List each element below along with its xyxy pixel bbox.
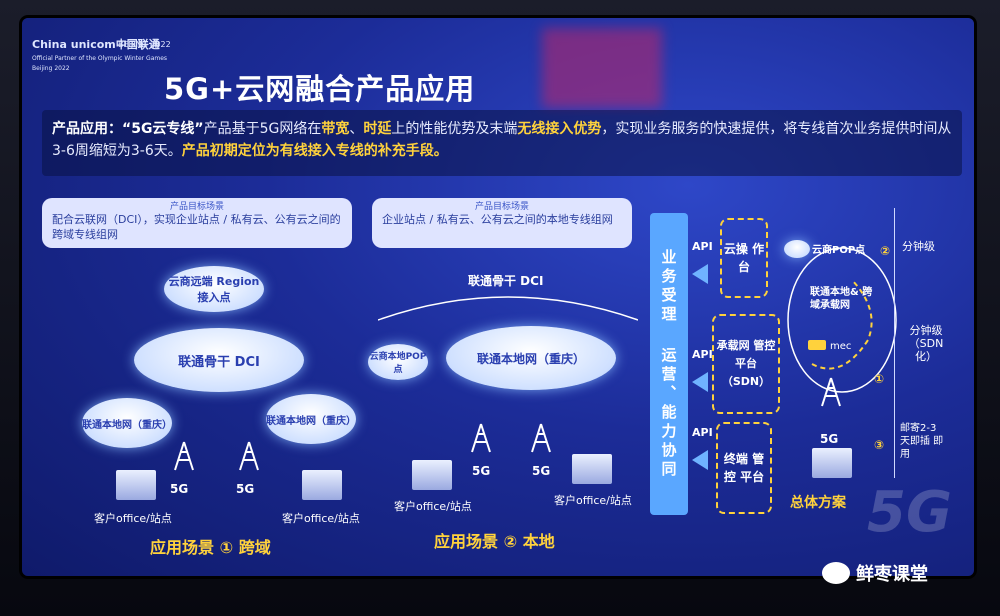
time-minute-2: 分钟级 （SDN化） [908, 324, 944, 363]
cloud-local: 联通本地网（重庆） [446, 326, 616, 390]
label-5g: 5G [236, 482, 255, 496]
label-5g: 5G [532, 464, 551, 478]
api-label: API [692, 426, 713, 439]
intro-banner: 产品应用：“5G云专线”产品基于5G网络在带宽、时延上的性能优势及末端无线接入优… [42, 110, 962, 176]
tower-icon [821, 377, 841, 407]
tower-icon [174, 441, 194, 471]
terminal-platform-box: 终端 管控 平台 [716, 422, 772, 514]
step-1-marker: ① [874, 372, 885, 386]
scenario-2-panel: 产品目标场景 企业站点 / 私有云、公有云之间的本地专线组网 联通骨干 DCI … [368, 198, 638, 576]
watermark-text: 鲜枣课堂 [856, 564, 928, 585]
intro-t4: ，实现业务服务的快速提供，将专线首次业务提供时间从3-6周缩短为3-6天。 [52, 121, 952, 159]
bearer-loop [787, 247, 897, 393]
pop-label: 云商POP点 [812, 245, 866, 256]
intro-h1: 带宽 [321, 121, 350, 137]
timeline-line [894, 208, 895, 478]
decorative-5g-text: 5G [867, 480, 952, 545]
arrow-left-icon [692, 264, 708, 284]
office-label: 客户office/站点 [94, 512, 172, 525]
wechat-icon [822, 562, 850, 584]
scenario-1-box-title: 产品目标场景 [169, 202, 224, 212]
mec-label: mec [830, 341, 852, 352]
backbone-label: 联通骨干 DCI [468, 274, 544, 288]
office-icon [572, 454, 612, 484]
time-mail: 邮寄2-3 天即插 即用 [900, 423, 944, 460]
backbone-arc [378, 296, 638, 321]
intro-t3: 上的性能优势及末端 [391, 121, 518, 137]
cloud-local-right: 联通本地网（重庆） [266, 394, 356, 444]
wechat-watermark: 鲜枣课堂 [822, 560, 928, 586]
sdn-platform-box: 承载网 管控平台 （SDN） [712, 314, 780, 414]
intro-text: 产品应用：“5G云专线”产品基于5G网络在带宽、时延上的性能优势及末端无线接入优… [52, 118, 952, 162]
arrow-left-icon [692, 372, 708, 392]
api-label: API [692, 348, 713, 361]
intro-t2: 、 [349, 121, 364, 137]
tower-icon [239, 441, 259, 471]
label-5g: 5G [820, 432, 839, 446]
cloud-region: 云商远端 Region接入点 [164, 266, 264, 312]
cloud-console-box: 云操 作台 [720, 218, 768, 298]
api-label: API [692, 240, 713, 253]
arrow-left-icon [692, 450, 708, 470]
scenario-1-box: 产品目标场景 配合云联网（DCI），实现企业站点 / 私有云、公有云之间的跨域专… [42, 198, 352, 248]
scenario-2-box-title: 产品目标场景 [474, 202, 529, 212]
page-title: 5G+云网融合产品应用 [164, 72, 476, 106]
cloud-pop-icon [784, 240, 810, 258]
background-glow [542, 28, 662, 108]
step-2-marker: ② [880, 244, 891, 258]
business-coordination-bar: 业务受理 运营、能力协同 [650, 213, 688, 515]
branding-block: China unicom中国联通 BEIJING 2022 Official P… [32, 38, 182, 74]
tower-icon [531, 423, 551, 453]
cloud-pop: 云商本地POP点 [368, 344, 428, 380]
time-minute-1: 分钟级 [902, 240, 935, 253]
overall-caption: 总体方案 [790, 495, 846, 511]
partner-line: Official Partner of the Olympic Winter G… [32, 55, 168, 72]
scenario-1-box-text: 配合云联网（DCI），实现企业站点 / 私有云、公有云之间的跨域专线组网 [52, 213, 341, 241]
office-icon [116, 470, 156, 500]
scenario-2-box: 产品目标场景 企业站点 / 私有云、公有云之间的本地专线组网 [372, 198, 632, 248]
presentation-screen: China unicom中国联通 BEIJING 2022 Official P… [22, 18, 974, 576]
office-label: 客户office/站点 [282, 512, 360, 525]
intro-h3: 无线接入优势 [517, 121, 602, 137]
office-icon [812, 448, 852, 478]
tower-icon [471, 423, 491, 453]
cloud-backbone-dci: 联通骨干 DCI [134, 328, 304, 392]
intro-h2: 时延 [363, 121, 392, 137]
mec-icon [808, 340, 826, 350]
unicom-logo-text: China unicom中国联通 [32, 38, 160, 51]
intro-h4: 产品初期定位为有线接入专线的补充手段。 [181, 143, 448, 159]
intro-label: 产品应用： [52, 121, 122, 137]
cross-label: 联通本地& 跨域承载网 [810, 287, 873, 311]
olympic-text: BEIJING 2022 [118, 40, 171, 49]
step-3-marker: ③ [874, 438, 885, 452]
label-5g: 5G [472, 464, 491, 478]
intro-product: “5G云专线” [122, 121, 204, 137]
office-icon [302, 470, 342, 500]
scenario-1-panel: 产品目标场景 配合云联网（DCI），实现企业站点 / 私有云、公有云之间的跨域专… [34, 198, 364, 576]
intro-t1: 产品基于5G网络在 [203, 121, 322, 137]
scenario-1-caption: 应用场景 ① 跨域 [150, 538, 271, 557]
scenario-2-caption: 应用场景 ② 本地 [434, 532, 555, 551]
office-label: 客户office/站点 [394, 500, 472, 513]
office-label: 客户office/站点 [554, 494, 632, 507]
label-5g: 5G [170, 482, 189, 496]
office-icon [412, 460, 452, 490]
cloud-local-left: 联通本地网（重庆） [82, 398, 172, 448]
scenario-2-box-text: 企业站点 / 私有云、公有云之间的本地专线组网 [382, 213, 613, 226]
